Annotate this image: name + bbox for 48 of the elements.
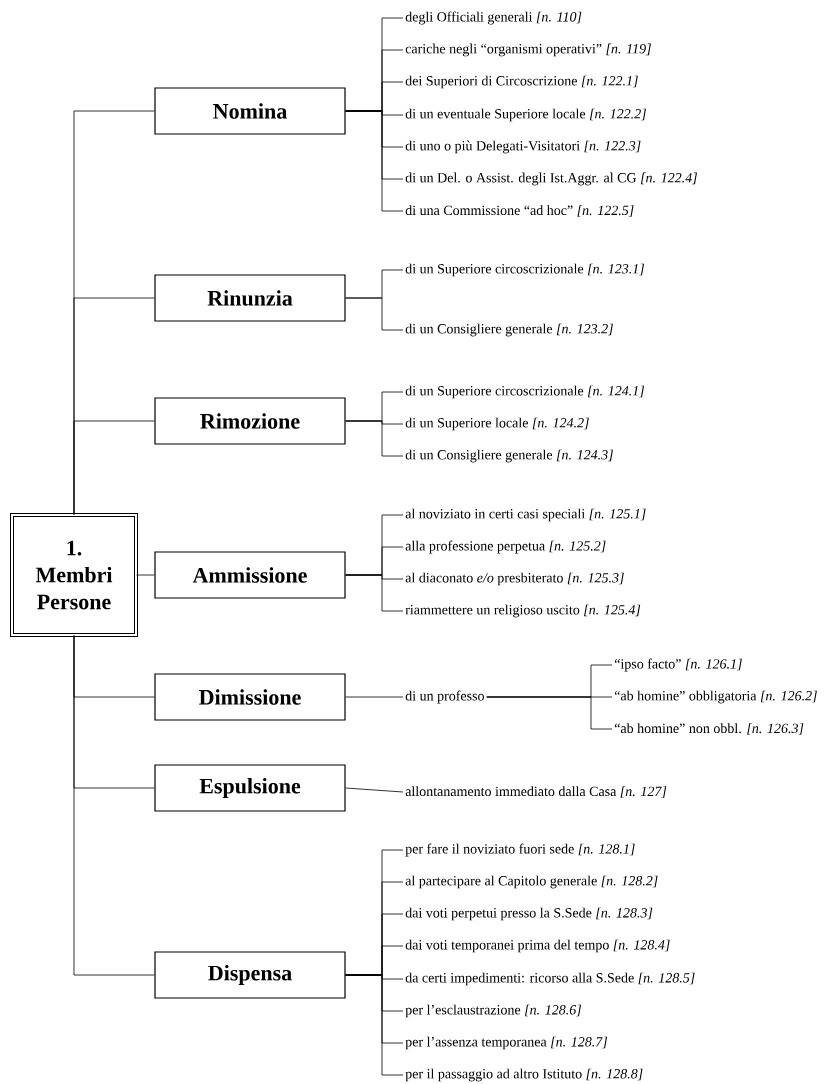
item-text: per l’esclaustrazione [n. 128.6] <box>405 1004 582 1018</box>
connector-line <box>345 574 404 612</box>
connector-line <box>136 574 155 576</box>
root-box: 1. Membri Persone <box>10 513 138 637</box>
item-text: di un Superiore locale [n. 124.2] <box>405 417 589 431</box>
item-text: di un Consigliere generale [n. 123.2] <box>405 323 613 337</box>
item-text: degli Officiali generali [n. 110] <box>405 11 582 25</box>
category-box: Dimissione <box>154 673 346 721</box>
category-box: Rinunzia <box>154 274 346 322</box>
connector-line <box>345 110 404 212</box>
connector-line <box>345 974 404 1076</box>
item-text: allontanamento immediato dalla Casa [n. 127] <box>405 786 667 798</box>
item-text: di un Del. o Assist. degli Ist.Aggr. al CG [n. 122.4] <box>405 172 697 186</box>
category-box: Espulsione <box>154 764 346 812</box>
item-text: di un eventuale Superiore locale [n. 122.2] <box>405 108 646 122</box>
connector-line <box>486 696 613 730</box>
connector-line <box>345 787 404 793</box>
item-text: al diaconato e/o presbiterato [n. 125.3] <box>405 572 624 586</box>
item-text: di un professo <box>405 690 484 704</box>
item-text: riammettere un religioso uscito [n. 125.4] <box>405 604 641 618</box>
item-text: alla professione perpetua [n. 125.2] <box>405 540 606 554</box>
item-text: di una Commissione “ad hoc” [n. 122.5] <box>405 205 634 217</box>
item-text: al noviziato in certi casi speciali [n. 125.1] <box>405 508 646 522</box>
connector-line <box>345 696 404 698</box>
item-text: cariche negli “organismi operativi” [n. 119] <box>405 43 651 57</box>
category-box: Nomina <box>154 87 346 135</box>
item-text: “ab homine” obbligatoria [n. 126.2] <box>614 690 817 704</box>
connector-line <box>345 420 404 457</box>
item-text: di un Superiore circoscrizionale [n. 123.1] <box>405 263 645 277</box>
item-text: al partecipare al Capitolo generale [n. 128.2] <box>405 875 658 889</box>
category-box: Ammissione <box>154 551 346 599</box>
item-text: di uno o più Delegati-Visitatori [n. 122.3] <box>405 140 641 154</box>
item-text: per l’assenza temporanea [n. 128.7] <box>405 1036 608 1050</box>
item-text: “ab homine” non obbl. [n. 126.3] <box>614 723 804 735</box>
item-text: di un Superiore circoscrizionale [n. 124.1] <box>405 385 645 399</box>
item-text: “ipso facto” [n. 126.1] <box>614 658 742 672</box>
connector-line <box>345 297 404 331</box>
item-text: per il passaggio ad altro Istituto [n. 128.8] <box>405 1068 643 1082</box>
item-text: da certi impedimenti: ricorso alla S.Sede [n. 128.5] <box>405 972 695 986</box>
item-text: dei Superiori di Circoscrizione [n. 122.1] <box>405 75 638 89</box>
category-box: Dispensa <box>154 951 346 999</box>
item-text: dai voti perpetui presso la S.Sede [n. 128.3] <box>405 907 653 921</box>
category-box: Rimozione <box>154 397 346 445</box>
connector-line <box>73 420 155 515</box>
connector-line <box>73 635 155 976</box>
item-text: dai voti temporanei prima del tempo [n. 128.4] <box>405 939 670 953</box>
item-text: di un Consigliere generale [n. 124.3] <box>405 449 613 463</box>
item-text: per fare il noviziato fuori sede [n. 128.1] <box>405 843 635 857</box>
